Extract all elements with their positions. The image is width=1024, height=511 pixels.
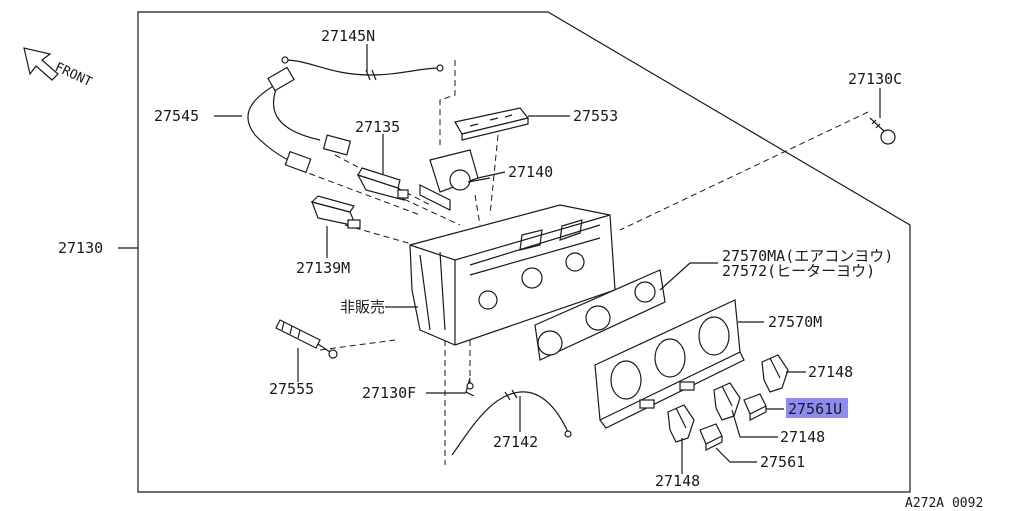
panel-27570ma [534,269,666,361]
knob-27148-middle [713,382,741,421]
bezel-27570m [594,299,745,429]
actuator-27140 [419,149,491,211]
knob-27148-top [761,354,789,393]
label-27148-bottom[interactable]: 27148 [655,472,700,490]
screw-27130c [869,117,896,145]
switch-27135 [356,167,409,201]
connector-27139m [310,195,361,229]
label-27148-top[interactable]: 27148 [808,363,853,381]
figure-code: A272A 0092 [905,496,983,511]
label-27572[interactable]: 27572(ヒーターヨウ) [722,262,875,280]
cable-27145n [281,56,444,81]
label-27561u[interactable]: 27561U [788,400,842,418]
diagram-boundary [137,11,911,493]
slide-knob-27561u [743,393,767,421]
bulb-27555 [275,319,338,359]
knob-27148-bottom [667,404,695,443]
control-unit-body [409,204,616,346]
label-27555[interactable]: 27555 [269,380,314,398]
front-label: FRONT [52,60,94,90]
label-27553[interactable]: 27553 [573,107,618,125]
label-27145n[interactable]: 27145N [321,27,375,45]
label-27570m[interactable]: 27570M [768,313,822,331]
label-27139m[interactable]: 27139M [296,259,350,277]
label-27148-middle[interactable]: 27148 [780,428,825,446]
part-27553 [454,107,530,141]
label-27130f[interactable]: 27130F [362,384,416,402]
label-27140[interactable]: 27140 [508,163,553,181]
label-27130[interactable]: 27130 [58,239,103,257]
label-27545[interactable]: 27545 [154,107,199,125]
label-27130c[interactable]: 27130C [848,70,902,88]
leader-lines [118,44,881,474]
cable-27142 [451,389,572,456]
front-arrow-icon [23,47,59,81]
highlight-27561u [786,398,848,418]
label-27135[interactable]: 27135 [355,118,400,136]
label-not-sold: 非販売 [340,298,385,316]
label-27570ma[interactable]: 27570MA(エアコンヨウ) [722,247,893,265]
label-27561[interactable]: 27561 [760,453,805,471]
label-27142[interactable]: 27142 [493,433,538,451]
harness-27545 [247,66,352,174]
slide-knob-27561 [699,423,723,451]
clip-27130f [465,377,475,397]
